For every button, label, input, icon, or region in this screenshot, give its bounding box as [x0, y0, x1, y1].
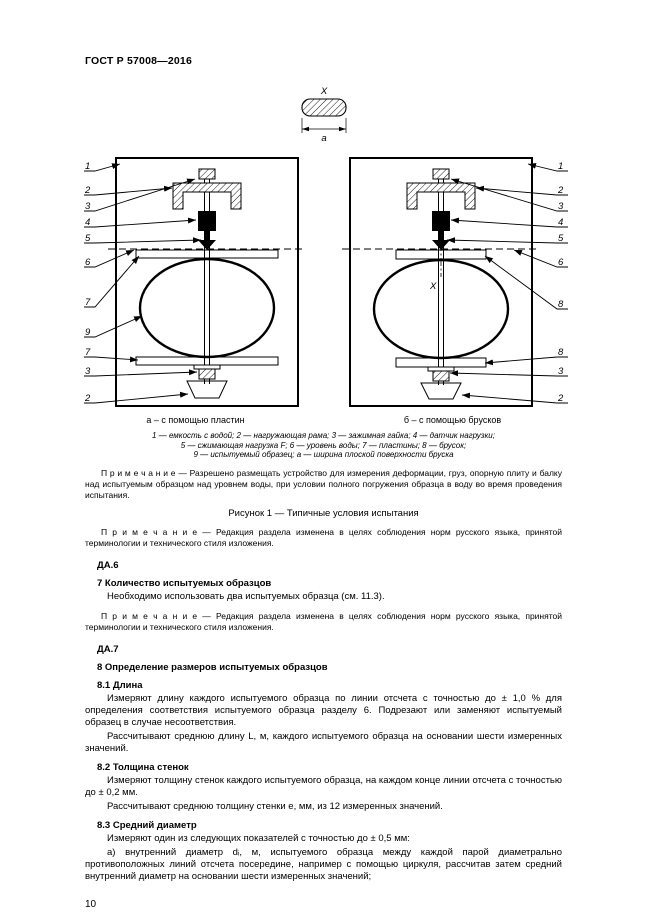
callout-label: 9	[85, 327, 91, 338]
callout-label: 8	[558, 347, 564, 358]
load-arrow	[432, 231, 450, 250]
legend-line: 9 — испытуемый образец; а — ширина плоск…	[193, 450, 454, 459]
load-arrow	[198, 231, 216, 250]
section-8-1-paragraph-2: Рассчитывают среднюю длину L, м, каждого…	[85, 730, 562, 754]
support-bottom	[420, 382, 462, 400]
bar-cross-section	[300, 98, 347, 117]
section-8-1-paragraph-1: Измеряют длину каждого испытуемого образ…	[85, 692, 562, 728]
section-8-3-paragraph-2: а) внутренний диаметр dᵢ, м, испытуемого…	[85, 846, 562, 882]
callout-label: 3	[85, 201, 91, 212]
tie-rod	[438, 169, 444, 385]
plate-bottom	[135, 356, 279, 366]
callout-label: 4	[85, 217, 90, 228]
section-8-3-paragraph-1: Измеряют один из следующих показателей с…	[107, 832, 410, 844]
clamp-nut-bottom	[198, 368, 216, 380]
clamp-nut-top	[198, 168, 216, 180]
bar-cross-section-figure: X а	[279, 83, 369, 143]
da6-label: ДА.6	[97, 559, 119, 571]
bar-section-svg: X а	[300, 86, 347, 143]
note-edit-1: П р и м е ч а н и е — Редакция раздела и…	[85, 526, 562, 548]
section-8-2-heading: 8.2 Толщина стенок	[97, 761, 189, 773]
diagram-with-bars: X 1 2 3 4 5	[342, 157, 568, 407]
callout-label: 7	[85, 297, 91, 308]
figure-caption: Рисунок 1 — Типичные условия испытания	[228, 507, 419, 519]
figure-1: X а	[84, 83, 568, 460]
section-8-1-heading: 8.1 Длина	[97, 679, 143, 691]
clamp-nut-bottom	[432, 370, 450, 382]
dim-arrow-right	[338, 126, 346, 132]
callout-leaders-left	[84, 163, 202, 404]
callout-labels-left: 1 2 3 4 5 6 7 9 7 3 2	[84, 161, 91, 404]
caption-a: а – с помощью пластин	[146, 415, 245, 425]
loading-frame-top	[406, 182, 476, 210]
callout-label: 7	[85, 347, 91, 358]
legend-line: 1 — емкость с водой; 2 — нагружающая рам…	[152, 431, 495, 440]
callout-label: 2	[84, 185, 91, 196]
figure-legend: 1 — емкость с водой; 2 — нагружающая рам…	[85, 431, 562, 460]
clamp-nut-top	[432, 168, 450, 180]
callout-label: 6	[558, 257, 564, 268]
diagrams-row: 1 2 3 4 5 6 7 9 7 3 2	[78, 153, 570, 411]
support-bottom	[186, 380, 228, 399]
load-sensor	[432, 211, 450, 231]
tie-rod	[204, 169, 210, 384]
da7-label: ДА.7	[97, 643, 119, 655]
bar-width-label: а	[321, 133, 326, 143]
diagram-with-plates: 1 2 3 4 5 6 7 9 7 3 2	[84, 157, 306, 407]
callout-labels-right: 1 2 3 4 5 6 8 8 3 2	[557, 161, 564, 404]
callout-label: 2	[557, 393, 564, 404]
bar-bottom	[395, 357, 487, 368]
section-7-paragraph: Необходимо использовать два испытуемых о…	[107, 590, 385, 602]
legend-line: 5 — сжимающая нагрузка F; 6 — уровень во…	[180, 440, 467, 450]
section-8-heading: 8 Определение размеров испытуемых образц…	[97, 661, 328, 673]
callout-label: 2	[84, 393, 91, 404]
callout-label: 1	[85, 161, 90, 172]
section-x-label: X	[319, 86, 327, 97]
callout-label: 2	[557, 185, 564, 196]
washer-bottom	[193, 364, 221, 370]
washer-bottom	[427, 366, 455, 372]
callout-label: 5	[85, 233, 91, 244]
load-sensor	[198, 211, 216, 231]
dim-arrow-left	[301, 126, 309, 132]
callout-label: 3	[558, 201, 564, 212]
captions-row: а – с помощью пластин б – с помощью брус…	[78, 415, 570, 425]
callout-label: 8	[558, 299, 564, 310]
section-x-marker: X	[429, 281, 437, 292]
callout-leaders-right	[446, 162, 568, 404]
callout-label: 4	[558, 217, 563, 228]
callout-label: 5	[558, 233, 564, 244]
test-specimen	[138, 257, 276, 359]
section-7-heading: 7 Количество испытуемых образцов	[97, 577, 272, 589]
section-8-2-paragraph-1: Измеряют толщину стенок каждого испытуем…	[85, 774, 562, 798]
section-8-3-heading: 8.3 Средний диаметр	[97, 819, 197, 831]
caption-b: б – с помощью брусков	[403, 415, 502, 425]
page-number: 10	[85, 898, 97, 910]
note-edit-2: П р и м е ч а н и е — Редакция раздела и…	[85, 610, 562, 632]
callout-label: 1	[558, 161, 563, 172]
callout-label: 6	[85, 257, 91, 268]
page-header: ГОСТ Р 57008—2016	[85, 55, 193, 67]
callout-label: 3	[558, 366, 564, 377]
plate-top	[135, 249, 279, 259]
note-figure: П р и м е ч а н и е — Разрешено размещат…	[85, 467, 562, 500]
callout-label: 3	[85, 366, 91, 377]
loading-frame-top	[172, 182, 242, 210]
section-8-2-paragraph-2: Рассчитывают среднюю толщину стенки е, м…	[107, 800, 443, 812]
